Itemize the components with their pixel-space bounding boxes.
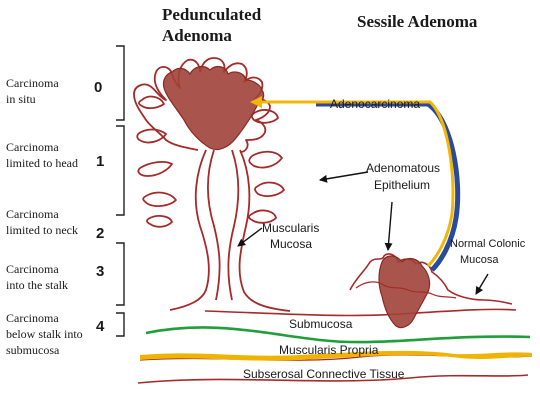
stage-4-number: 4 <box>96 318 105 335</box>
subserosal-label: Subserosal Connective Tissue <box>243 367 405 381</box>
adenocarcinoma-label: Adenocarcinoma <box>330 97 420 111</box>
polyp-fold-7 <box>146 215 173 228</box>
polyp-fold-6 <box>248 209 277 224</box>
stage-1-line1: Carcinoma <box>6 140 59 154</box>
stage-0-number: 0 <box>94 79 102 96</box>
sessile-arrow <box>384 201 393 251</box>
bracket-0 <box>116 45 125 121</box>
stage-2-line2: limited to neck <box>6 223 78 237</box>
mucosa-baseline <box>204 308 517 317</box>
polyp-head-outline <box>133 57 271 153</box>
polyp-fold-9 <box>138 95 165 110</box>
stage-4-line3: submucosa <box>6 343 60 357</box>
polyp-fold-4 <box>254 181 285 197</box>
stage-0-line2: in situ <box>6 92 36 106</box>
adenocarcinoma-connector <box>250 96 461 272</box>
stalk-left <box>169 149 210 311</box>
muscularis-propria-label: Muscularis Propria <box>279 343 379 357</box>
polyp-fold-3 <box>248 150 283 169</box>
muscularis-mucosa-label-line2: Mucosa <box>270 237 312 251</box>
stage-0: Carcinoma in situ 0 <box>6 76 102 106</box>
submucosa-line <box>145 326 531 344</box>
stage-3-number: 3 <box>96 263 104 280</box>
sessile-carcinoma <box>378 255 431 329</box>
adenomatous-label-line1: Adenomatous <box>366 161 440 175</box>
carcinoma-in-situ <box>162 65 265 151</box>
stage-0-line1: Carcinoma <box>6 76 59 90</box>
stage-2-number: 2 <box>96 225 104 242</box>
annotation-arrows <box>237 171 489 295</box>
bracket-3 <box>116 242 125 306</box>
polyp-fold-1 <box>137 161 173 177</box>
stage-1-line2: limited to head <box>6 156 78 170</box>
sessile-adenoma <box>349 253 513 329</box>
adenocarcinoma-arrow-yellow <box>262 100 455 268</box>
normal-mucosa-label-line1: Normal Colonic <box>450 238 526 250</box>
bracket-4 <box>116 312 125 337</box>
subserosal-line <box>137 374 529 384</box>
polyp-fold-5 <box>142 191 177 207</box>
pedunculated-title-line2: Adenoma <box>162 26 232 45</box>
stage-1-number: 1 <box>96 153 104 170</box>
stage-2-line1: Carcinoma <box>6 207 59 221</box>
adenomatous-label-line2: Epithelium <box>374 178 430 192</box>
stalk-right <box>238 149 291 312</box>
sessile-title: Sessile Adenoma <box>357 12 478 31</box>
submucosa-label: Submucosa <box>289 317 353 331</box>
pedunculated-polyp <box>133 57 291 312</box>
adenocarcinoma-arrowhead <box>250 96 262 108</box>
muscularis-mucosa-arrow <box>237 227 263 247</box>
stage-4-line1: Carcinoma <box>6 311 59 325</box>
stage-4: Carcinoma below stalk into submucosa 4 <box>6 311 105 357</box>
stage-4-line2: below stalk into <box>6 327 83 341</box>
stage-2: Carcinoma limited to neck 2 <box>6 207 104 242</box>
normal-mucosa-label-line2: Mucosa <box>460 254 499 266</box>
muscularis-mucosa-label-line1: Muscularis <box>262 221 319 235</box>
sessile-fold-outline <box>355 281 457 299</box>
stalk-inner-left <box>207 149 221 301</box>
polyp-fold-2 <box>136 128 167 144</box>
normal-mucosa-arrow <box>475 273 489 295</box>
pedunculated-title-line1: Pedunculated <box>162 5 262 24</box>
stage-1: Carcinoma limited to head 1 <box>6 140 104 170</box>
bracket-1 <box>116 125 125 216</box>
stage-3: Carcinoma into the stalk 3 <box>6 262 104 292</box>
stage-brackets <box>116 45 125 337</box>
stage-3-line2: into the stalk <box>6 278 68 292</box>
stage-3-line1: Carcinoma <box>6 262 59 276</box>
stalk-inner-right <box>227 149 240 301</box>
muscularis-propria-band <box>140 350 532 361</box>
adenomatous-arrow <box>319 171 369 183</box>
